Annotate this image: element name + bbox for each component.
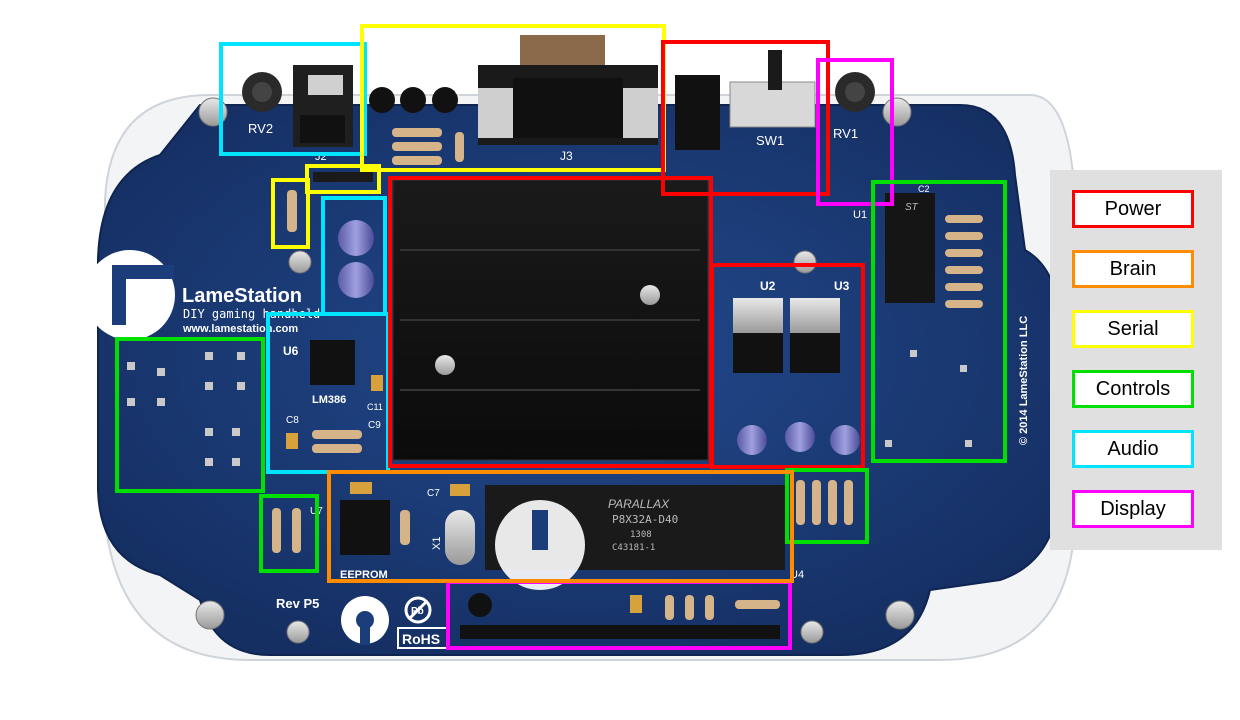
brand-tagline: DIY gaming handheld <box>183 307 320 321</box>
propeller-chip <box>485 485 785 590</box>
controls-region-chip <box>871 180 1007 463</box>
battery-holder <box>392 179 709 461</box>
legend-label-power: Power <box>1104 197 1162 220</box>
audio-capacitors <box>338 220 374 298</box>
bottom-right-resistors <box>796 480 853 525</box>
voltage-regulators <box>733 298 860 455</box>
silk-eeprom: EEPROM <box>340 569 388 581</box>
silk-sw1: SW1 <box>756 133 784 148</box>
silk-rv2: RV2 <box>248 121 273 136</box>
legend-label-display: Display <box>1100 497 1166 520</box>
chip-st-logo: ST <box>905 202 919 213</box>
chip-code2: C43181-1 <box>612 543 655 553</box>
silk-c11: C11 <box>367 402 383 412</box>
display-header <box>460 593 780 639</box>
lm386-chip <box>310 340 355 385</box>
chip-code1: 1308 <box>630 530 652 540</box>
power-region-regulators <box>710 263 865 469</box>
audio-region-jack <box>219 42 367 156</box>
button-contacts <box>885 350 972 447</box>
brand-url: www.lamestation.com <box>182 323 298 335</box>
lead-free-icon: Pb <box>404 596 432 624</box>
lead-free-symbol: Pb <box>411 606 424 617</box>
rohs-label: RoHS <box>402 631 440 647</box>
rv1-potentiometer <box>835 72 875 112</box>
chip-model: P8X32A-D40 <box>612 513 678 526</box>
silk-u1: U1 <box>853 209 867 221</box>
db9-connector <box>478 35 658 145</box>
copyright-text: © 2014 LameStation LLC <box>1018 316 1030 445</box>
silk-c8: C8 <box>286 415 299 426</box>
silk-c7: C7 <box>427 488 440 499</box>
legend-label-controls: Controls <box>1095 377 1171 400</box>
legend-item-audio: Audio <box>1072 430 1194 468</box>
bottom-left-resistors <box>272 508 301 553</box>
shift-register-chip <box>885 193 935 303</box>
transistors <box>369 87 458 113</box>
region-highlights <box>115 24 1007 650</box>
controls-region-left-resistors <box>259 494 319 573</box>
silk-u3: U3 <box>834 279 850 293</box>
silk-q1: Q1 <box>425 89 434 96</box>
legend-item-power: Power <box>1072 190 1194 228</box>
silk-c9: C9 <box>368 420 381 431</box>
serial-resistor <box>287 190 297 232</box>
silk-rv1: RV1 <box>833 126 858 141</box>
silk-u6: U6 <box>283 344 299 358</box>
legend-label-audio: Audio <box>1107 437 1159 460</box>
controls-region-dpad <box>115 337 265 493</box>
power-region-jack <box>661 40 830 196</box>
brand-name: LameStation <box>182 285 302 307</box>
controls-region-right-resistors <box>785 468 869 544</box>
silk-q3: Q3 <box>455 89 464 96</box>
legend-item-display: Display <box>1072 490 1194 528</box>
lamestation-logo <box>85 250 175 340</box>
crystal <box>445 510 475 565</box>
legend: Power Brain Serial Controls Audio Displa… <box>1050 170 1222 550</box>
mounting-screws <box>195 97 915 644</box>
legend-item-controls: Controls <box>1072 370 1194 408</box>
silk-j3: J3 <box>560 149 573 163</box>
silk-j2: J2 <box>315 151 327 163</box>
serial-header <box>313 172 373 182</box>
dpad-contacts <box>127 352 245 466</box>
display-region-rv1 <box>816 58 894 206</box>
rv2-potentiometer <box>242 72 282 112</box>
legend-label-brain: Brain <box>1109 257 1157 280</box>
controls-resistors <box>945 215 983 308</box>
power-jack <box>675 75 720 150</box>
audio-jack <box>293 65 353 147</box>
chip-brand: PARALLAX <box>608 497 670 511</box>
silk-x1: X1 <box>431 537 443 550</box>
revision-label: Rev P5 <box>276 596 319 611</box>
silk-lm386: LM386 <box>312 394 346 406</box>
legend-item-serial: Serial <box>1072 310 1194 348</box>
silk-u2: U2 <box>760 279 776 293</box>
cap-c7 <box>450 484 470 496</box>
eeprom-chip <box>340 482 410 555</box>
top-resistors <box>392 128 464 165</box>
power-switch <box>729 50 816 128</box>
legend-label-serial: Serial <box>1107 317 1159 340</box>
legend-item-brain: Brain <box>1072 250 1194 288</box>
audio-resistors <box>286 375 383 453</box>
silk-c2: C2 <box>918 184 930 194</box>
silk-q2: Q2 <box>395 83 404 90</box>
brain-region <box>327 470 794 583</box>
serial-region-resistor <box>271 178 310 249</box>
open-hardware-gear-icon <box>341 596 389 645</box>
